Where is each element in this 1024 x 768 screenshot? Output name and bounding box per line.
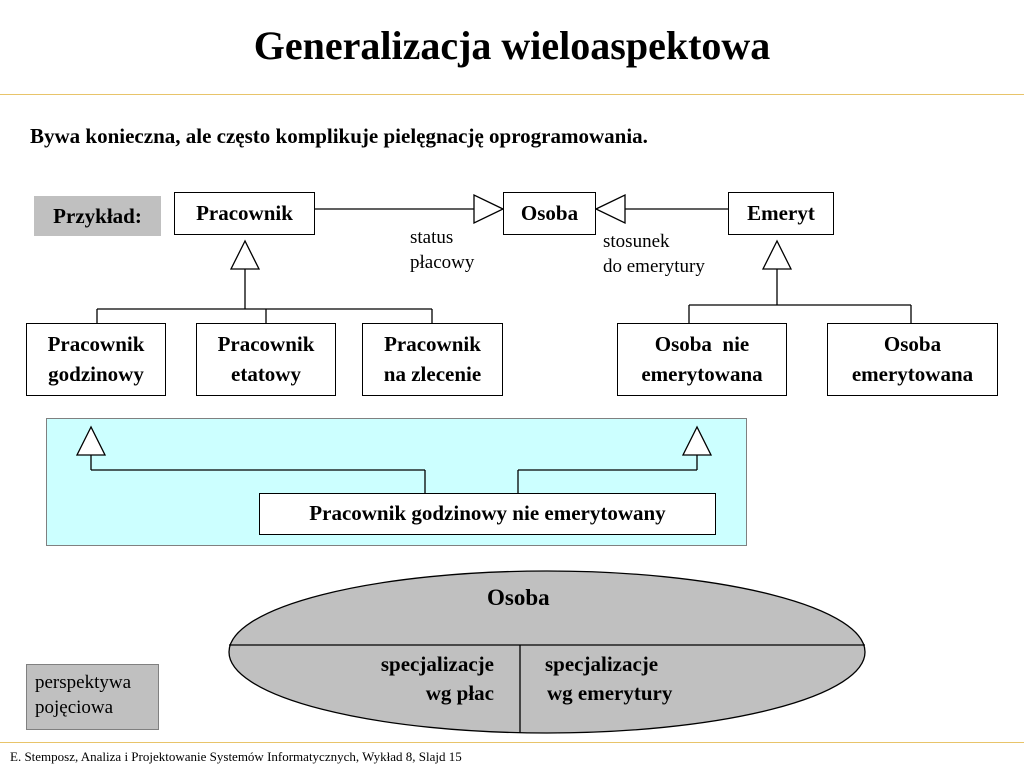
ellipse-right-text: specjalizacje wg emerytury	[545, 650, 672, 709]
ellipse-text-line: wg emerytury	[547, 681, 673, 706]
title-divider	[0, 94, 1024, 95]
annotation-status-placowy: status płacowy	[410, 226, 474, 275]
class-osoba-nie-emerytowana: Osoba nie emerytowana	[617, 323, 787, 396]
annotation-line: status	[410, 227, 454, 248]
generalization-arrow-pracownik	[229, 239, 261, 270]
generalization-arrow-right	[594, 193, 626, 225]
class-osoba-emerytowana: Osoba emerytowana	[827, 323, 998, 396]
ellipse-text-line: wg płac	[425, 681, 494, 706]
class-name-line: Osoba	[883, 332, 942, 357]
ellipse-text-line: specjalizacje	[545, 652, 659, 676]
class-emeryt: Emeryt	[728, 192, 834, 235]
annotation-line: do emerytury	[603, 255, 705, 277]
example-label: Przykład:	[34, 196, 161, 236]
footer-divider	[0, 742, 1024, 743]
class-name-line: Pracownik	[384, 332, 481, 357]
ellipse-left-text: specjalizacje wg płac	[330, 650, 494, 709]
generalization-arrow-godzinowy	[75, 425, 107, 456]
class-pracownik-godzinowy-nie-emerytowany: Pracownik godzinowy nie emerytowany	[259, 493, 716, 535]
class-name-line: Pracownik	[47, 332, 145, 357]
footer-text: E. Stemposz, Analiza i Projektowanie Sys…	[10, 749, 462, 764]
class-name-line: emerytowana	[641, 361, 763, 386]
class-name-line: Osoba nie	[654, 332, 750, 357]
class-osoba: Osoba	[503, 192, 596, 235]
annotation-line: stosunek	[603, 231, 670, 252]
class-pracownik-godzinowy: Pracownik godzinowy	[26, 323, 166, 396]
perspective-label-line: pojęciowa	[35, 696, 114, 718]
annotation-stosunek-do-emerytury: stosunek do emerytury	[603, 230, 705, 279]
class-name-line: godzinowy	[48, 361, 144, 386]
ellipse-title: Osoba	[487, 585, 550, 610]
generalization-arrow-nie-emerytowana	[681, 425, 713, 456]
class-name-line: etatowy	[231, 361, 301, 386]
ellipse-text-line: specjalizacje	[380, 652, 494, 676]
perspective-label: perspektywa pojęciowa	[26, 664, 159, 730]
class-pracownik: Pracownik	[174, 192, 315, 235]
subtitle: Bywa konieczna, ale często komplikuje pi…	[30, 124, 648, 148]
class-pracownik-etatowy: Pracownik etatowy	[196, 323, 336, 396]
class-pracownik-na-zlecenie: Pracownik na zlecenie	[362, 323, 503, 396]
concept-ellipse	[228, 570, 866, 734]
page-title: Generalizacja wieloaspektowa	[253, 23, 771, 68]
generalization-arrow-emeryt	[761, 239, 793, 270]
annotation-line: płacowy	[410, 251, 475, 273]
generalization-arrow-left	[473, 193, 505, 225]
class-name-line: Pracownik	[217, 332, 315, 357]
perspective-label-line: perspektywa	[35, 672, 132, 693]
class-name-line: emerytowana	[851, 361, 974, 386]
class-name-line: na zlecenie	[383, 361, 482, 386]
